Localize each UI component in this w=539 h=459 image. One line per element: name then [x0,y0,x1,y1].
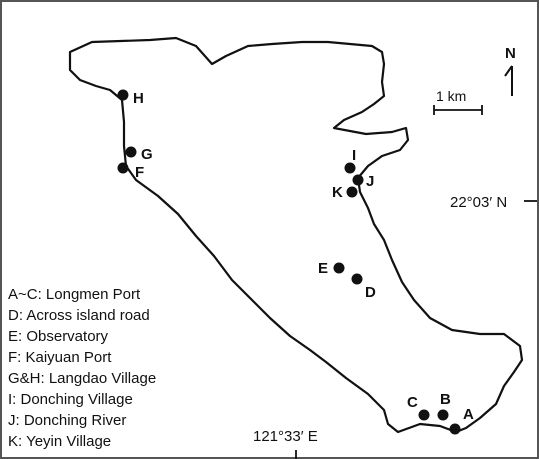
north-arrow: N [504,45,516,96]
point-A-label: A [463,406,474,423]
legend-item: F: Kaiyuan Port [8,349,112,366]
latitude-label: 22°03′ N [450,194,507,211]
legend: A~C: Longmen Port D: Across island road … [8,286,156,450]
point-H-label: H [133,90,144,107]
legend-item: G&H: Langdao Village [8,370,156,387]
point-A-marker [449,423,461,435]
point-E-marker [333,262,345,274]
legend-item: K: Yeyin Village [8,433,111,450]
legend-item: D: Across island road [8,307,150,324]
point-B-label: B [440,391,451,408]
legend-item: I: Donching Village [8,391,133,408]
point-K-marker [346,186,358,198]
scale-bar-line [433,105,483,115]
point-E-label: E [318,260,328,277]
sample-points: H G F I J K E D C B A [117,89,474,435]
point-D-label: D [365,284,376,301]
point-J-label: J [366,173,374,190]
island-coastline [68,36,524,434]
point-B-marker [437,409,449,421]
point-F-marker [117,162,129,174]
point-G-marker [125,146,137,158]
point-I-marker [344,162,356,174]
legend-item: A~C: Longmen Port [8,286,141,303]
point-C-label: C [407,394,418,411]
point-F-label: F [135,164,144,181]
point-H-marker [117,89,129,101]
scale-bar: 1 km [433,88,483,115]
point-K-label: K [332,184,343,201]
legend-item: J: Donching River [8,412,126,429]
legend-item: E: Observatory [8,328,109,345]
longitude-label: 121°33′ E [253,428,318,445]
point-C-marker [418,409,430,421]
point-G-label: G [141,146,153,163]
scale-bar-label: 1 km [436,88,466,104]
point-J-marker [352,174,364,186]
north-label: N [505,45,516,62]
point-I-label: I [352,147,356,164]
point-D-marker [351,273,363,285]
